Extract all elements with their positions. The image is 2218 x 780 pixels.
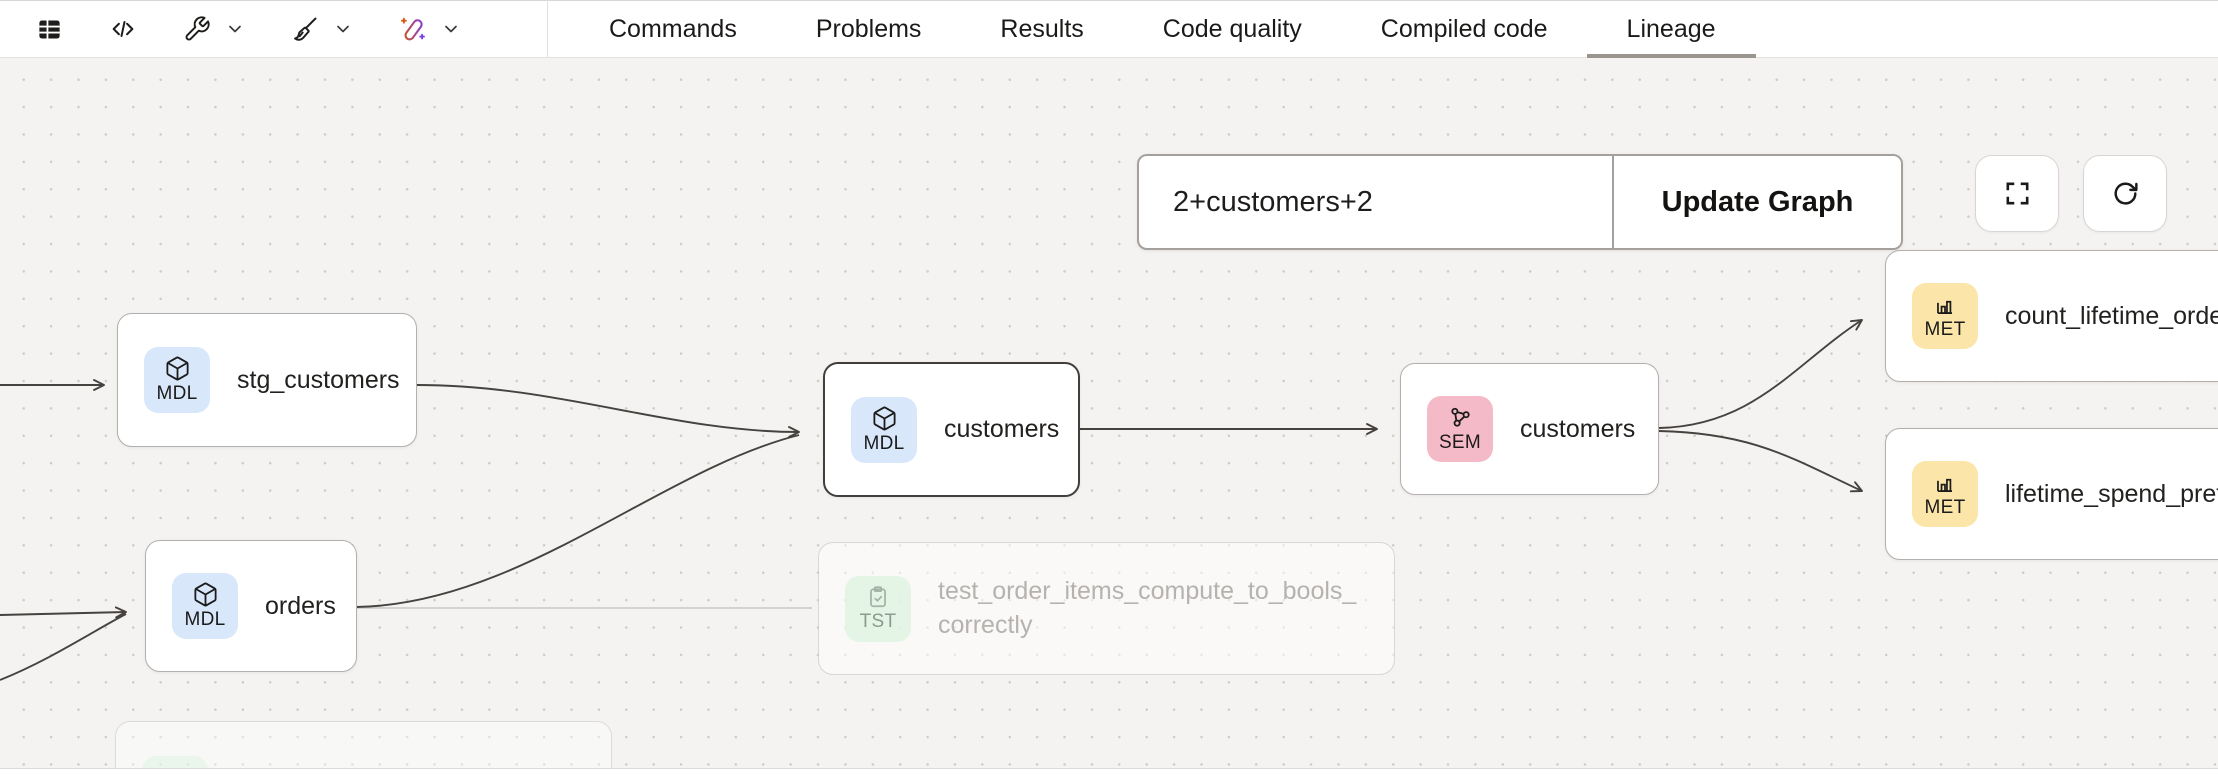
lineage-filter: Update Graph xyxy=(1137,154,1903,250)
node-label: orders xyxy=(265,591,336,620)
node-label: count_lifetime_order xyxy=(2005,301,2218,330)
node-label: test_order_items_compute_to_bools_correc… xyxy=(938,576,1357,639)
filter-divider xyxy=(1612,156,1614,248)
edge xyxy=(0,606,127,619)
edge xyxy=(416,384,800,438)
toolbar-divider xyxy=(547,0,548,58)
semantic-badge: SEM xyxy=(1427,396,1493,462)
lineage-filter-input[interactable] xyxy=(1139,156,1612,248)
lineage-canvas[interactable]: MDL stg_customers MDL orders MDL custome… xyxy=(0,58,2218,768)
tab-code-quality[interactable]: Code quality xyxy=(1162,14,1302,43)
bar-chart-icon xyxy=(1937,478,1953,492)
tab-bar: Commands Problems Results Code quality C… xyxy=(609,0,1756,59)
node-customers-semantic[interactable]: SEM customers xyxy=(1400,363,1659,495)
edge xyxy=(356,434,800,608)
edge xyxy=(1658,430,1863,493)
refresh-icon xyxy=(2113,182,2138,205)
top-bar: Commands Problems Results Code quality C… xyxy=(0,0,2218,59)
tab-problems[interactable]: Problems xyxy=(815,14,922,43)
clipboard-check-icon xyxy=(870,586,886,608)
model-badge: MDL xyxy=(172,573,238,639)
tab-compiled-code[interactable]: Compiled code xyxy=(1380,14,1548,43)
model-badge: MDL xyxy=(144,347,210,413)
bar-chart-icon xyxy=(1937,300,1953,314)
network-icon xyxy=(1450,407,1470,427)
table-icon[interactable] xyxy=(36,16,63,43)
tab-lineage[interactable]: Lineage xyxy=(1586,0,1756,59)
wrench-icon[interactable] xyxy=(183,15,211,43)
edge xyxy=(1658,319,1863,429)
model-badge: MDL xyxy=(851,396,917,463)
node-label: customers xyxy=(944,415,1060,443)
update-graph-button[interactable]: Update Graph xyxy=(1614,156,1901,248)
edge xyxy=(0,613,127,681)
node-label: lifetime_spend_preta xyxy=(2005,479,2218,508)
fullscreen-icon xyxy=(2006,182,2028,205)
test-badge xyxy=(142,756,208,768)
node-count-lifetime-order[interactable]: MET count_lifetime_order xyxy=(1885,250,2218,382)
node-test-order-items[interactable]: TST test_order_items_compute_to_bools_co… xyxy=(818,542,1395,675)
chevron-down-icon[interactable] xyxy=(441,19,461,39)
node-customers-model[interactable]: MDL customers xyxy=(823,362,1080,497)
node-orders[interactable]: MDL orders xyxy=(145,540,357,672)
node-label: stg_customers xyxy=(237,365,400,394)
node-stg-customers[interactable]: MDL stg_customers xyxy=(117,313,417,447)
test-badge: TST xyxy=(845,575,911,642)
metric-badge: MET xyxy=(1912,461,1978,527)
chevron-down-icon[interactable] xyxy=(225,19,245,39)
node-partial-test[interactable] xyxy=(115,721,612,768)
bottom-bar xyxy=(0,768,2218,780)
chevron-down-icon[interactable] xyxy=(333,19,353,39)
node-label: customers xyxy=(1520,414,1636,443)
wrench-group xyxy=(183,15,245,43)
magic-pencil-group xyxy=(399,15,461,43)
tab-commands[interactable]: Commands xyxy=(609,14,737,43)
magic-pencil-icon[interactable] xyxy=(399,15,427,43)
broom-group xyxy=(291,15,353,43)
node-lifetime-spend-pretax[interactable]: MET lifetime_spend_preta xyxy=(1885,428,2218,560)
broom-icon[interactable] xyxy=(291,15,319,43)
code-icon[interactable] xyxy=(109,15,137,43)
editor-toolbar xyxy=(0,15,547,43)
refresh-button[interactable] xyxy=(2083,155,2167,232)
tab-results[interactable]: Results xyxy=(1000,14,1084,43)
metric-badge: MET xyxy=(1912,283,1978,349)
fullscreen-button[interactable] xyxy=(1975,155,2059,232)
